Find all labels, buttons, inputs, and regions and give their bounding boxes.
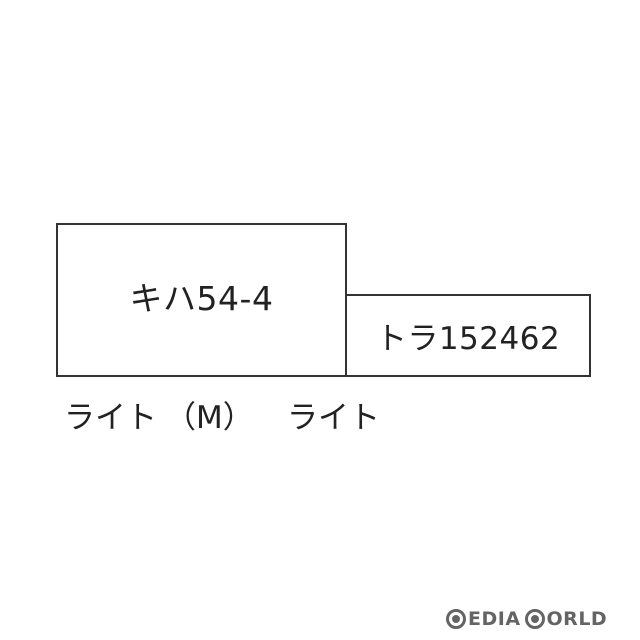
light-annotation-right: ライト — [287, 400, 380, 436]
car-label-tora: トラ152462 — [375, 321, 561, 357]
motor-annotation: （M） — [165, 400, 254, 436]
watermark-m-icon — [446, 609, 466, 629]
car-label-kiha: キハ54-4 — [129, 279, 274, 318]
car-kiha54-4: キハ54-4 — [56, 223, 347, 377]
watermark-text-edia: EDIA — [468, 608, 521, 630]
watermark-w-icon — [524, 609, 545, 629]
light-annotation-left: ライト — [64, 400, 157, 436]
mediaworld-watermark-logo: EDIA ORLD — [446, 604, 607, 634]
watermark-text-orld: ORLD — [546, 608, 608, 630]
car-tora152462: トラ152462 — [345, 294, 591, 377]
